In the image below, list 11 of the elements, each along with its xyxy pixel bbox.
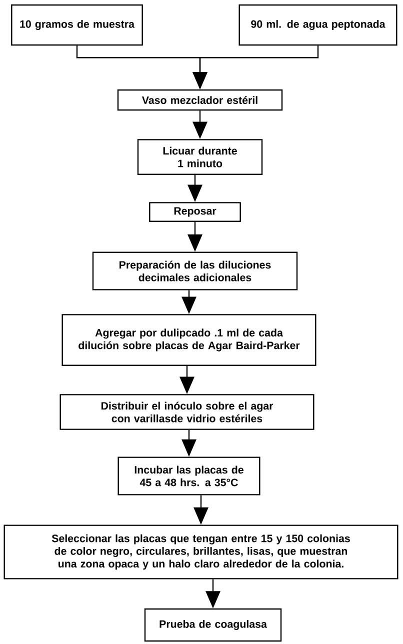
process-box: Incubar las placas de 45 a 48 hrs. a 35°C bbox=[118, 456, 260, 496]
process-box: Agregar por dulipcado .1 ml de cada dilución sobre placas de Agar Baird-Parker bbox=[62, 314, 316, 366]
process-box: Reposar bbox=[149, 202, 241, 222]
process-box: Distribuir el inóculo sobre el agar con varillasde vidrio estériles bbox=[60, 394, 314, 430]
process-box: Licuar durante 1 minuto bbox=[137, 139, 263, 175]
process-box: 10 gramos de muestra bbox=[11, 4, 143, 46]
process-box: Prueba de coagulasa bbox=[144, 608, 282, 642]
process-box: 90 ml. de agua peptonada bbox=[238, 4, 398, 46]
process-box: Vaso mezclador estéril bbox=[117, 89, 283, 111]
process-box: Preparación de las diluciones decimales adicionales bbox=[92, 252, 298, 290]
process-box: Seleccionar las placas que tengan entre 15 y 150 colonias de color negro, circulares, brillantes, lisas, que muestran una zona opaca y un halo claro alrededor de la colonia. bbox=[4, 524, 398, 580]
